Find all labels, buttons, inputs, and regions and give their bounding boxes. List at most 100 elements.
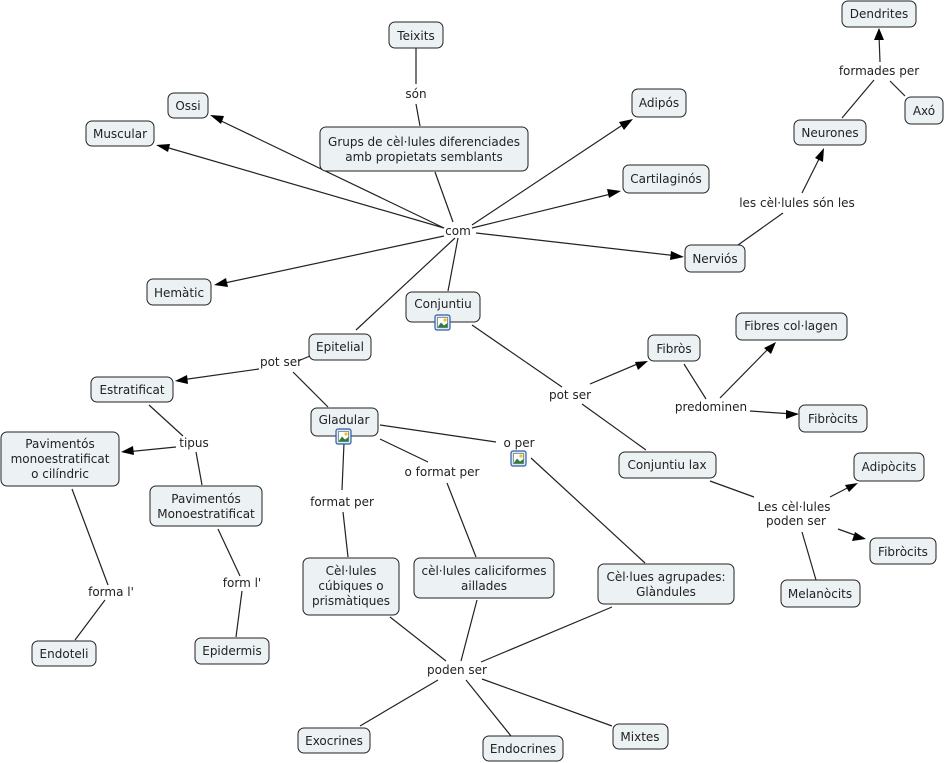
concept-teixits[interactable]: Teixits	[388, 21, 444, 49]
concept-fibres-colagen[interactable]: Fibres col·lagen	[735, 312, 848, 341]
edge-tipus-pavcil[interactable]	[125, 446, 177, 453]
concept-label: Dendrites	[850, 7, 908, 21]
image-resource-icon[interactable]	[434, 314, 451, 331]
edge-oformat-caliciformes	[446, 482, 477, 558]
edge-estratificat-tipus	[148, 404, 184, 437]
concept-fibrocits-fibros[interactable]: Fibròcits	[798, 404, 868, 433]
edge-lax-lescel	[709, 480, 755, 498]
link-tipus: tipus	[179, 436, 209, 450]
concept-gladular[interactable]: Gladular	[310, 407, 379, 437]
edge-grups-com	[434, 171, 454, 223]
concept-pavimentos-monoestratificat[interactable]: Pavimentós Monoestratificat	[149, 485, 263, 527]
concept-estratificat[interactable]: Estratificat	[90, 376, 174, 403]
concept-label: cúbiques o	[318, 579, 383, 593]
concept-axo[interactable]: Axó	[904, 96, 944, 125]
edge-com-nervios[interactable]	[475, 232, 679, 257]
concept-fibros[interactable]: Fibròs	[647, 334, 701, 362]
edge-com-cartilaginos[interactable]	[471, 192, 616, 229]
edges	[71, 34, 906, 737]
edge-com-hematic[interactable]	[219, 235, 445, 285]
concept-melanocits[interactable]: Melanòcits	[780, 579, 861, 608]
edge-potser-estratificat[interactable]	[180, 368, 260, 381]
link-les-cellules-poden-ser-2: poden ser	[766, 514, 826, 528]
edge-pavmono-forml	[217, 528, 241, 577]
concept-exocrines[interactable]: Exocrines	[297, 727, 371, 754]
concept-label: Pavimentós	[25, 437, 94, 451]
concept-label: Cartilaginós	[630, 172, 702, 186]
concept-label: amb propietats semblants	[345, 150, 502, 164]
concept-neurones[interactable]: Neurones	[793, 119, 867, 146]
arrowhead-colagen	[764, 342, 776, 354]
edge-com-muscular[interactable]	[161, 145, 445, 229]
concept-label: Conjuntiu lax	[627, 458, 706, 472]
concept-cartilaginos[interactable]: Cartilaginós	[622, 164, 710, 194]
concept-pavimentos-mono-cilindric[interactable]: Pavimentós monoestratificat o cilíndric	[0, 431, 120, 487]
edge-com-epitelial[interactable]	[355, 237, 456, 331]
concept-conjuntiu[interactable]: Conjuntiu	[405, 291, 481, 323]
edge-com-ossi[interactable]	[214, 117, 445, 229]
concept-muscular[interactable]: Muscular	[85, 120, 155, 147]
concept-cellules-cubiques[interactable]: Cèl·lules cúbiques o prismàtiques	[302, 557, 400, 616]
edge-axo-formades	[889, 80, 906, 97]
edge-gladular-formatper	[341, 442, 345, 491]
edge-epitelial-potser	[297, 355, 311, 362]
concept-label: Nerviós	[692, 252, 737, 266]
concept-dendrites[interactable]: Dendrites	[841, 0, 917, 28]
edge-potser-lax	[581, 403, 647, 451]
concept-label: cèl·lules caliciformes	[421, 564, 546, 578]
concept-ossi[interactable]: Ossi	[167, 92, 209, 119]
concept-label: Monoestratificat	[157, 507, 255, 521]
edge-nervios-lescel	[737, 212, 784, 246]
edge-potser-fibros[interactable]	[589, 361, 643, 385]
edge-gladular-oformat	[379, 438, 429, 463]
concept-nervios[interactable]: Nerviós	[684, 244, 746, 273]
concept-adipos[interactable]: Adipós	[631, 88, 687, 118]
concept-label: o cilíndric	[31, 467, 89, 481]
image-resource-icon[interactable]	[335, 428, 352, 445]
concept-label: Estratificat	[99, 383, 164, 397]
link-pot-ser-conjuntiu: pot ser	[549, 388, 591, 402]
concept-cellules-caliciformes[interactable]: cèl·lules caliciformes aillades	[413, 557, 555, 599]
edge-neurones-formades	[841, 79, 875, 119]
arrowhead-fibrocits2	[852, 532, 866, 541]
image-resource-icon[interactable]	[510, 450, 527, 467]
edge-predominen-fibrocits[interactable]	[749, 410, 794, 415]
concept-label: Adipòcits	[862, 460, 917, 474]
edge-gladular-oper	[379, 424, 497, 443]
concept-hematic[interactable]: Hemàtic	[146, 278, 212, 306]
concept-label: prismàtiques	[312, 594, 390, 608]
concept-label: Hemàtic	[154, 286, 204, 300]
concept-cellules-agrupades[interactable]: Cèl·lues agrupades: Glàndules	[597, 563, 735, 605]
arrowhead-nervios	[670, 251, 684, 260]
concept-fibrocits-lax[interactable]: Fibròcits	[869, 537, 937, 565]
concept-endocrines[interactable]: Endocrines	[482, 735, 564, 762]
edge-forml-epidermis	[235, 590, 243, 638]
concept-label: Muscular	[93, 127, 147, 141]
edge-lescel-neurones[interactable]	[801, 154, 822, 194]
concept-label: Fibròcits	[878, 545, 928, 559]
edge-fibros-predominen	[683, 363, 707, 400]
arrowhead-fibrocits1	[786, 410, 799, 419]
concept-epidermis[interactable]: Epidermis	[194, 637, 270, 665]
arrowheads	[121, 28, 884, 541]
arrowhead-hematic	[214, 278, 228, 287]
concept-adipocits[interactable]: Adipòcits	[853, 452, 925, 482]
concept-label: Fibròcits	[808, 412, 858, 426]
edge-com-conjuntiu[interactable]	[447, 237, 459, 292]
concept-label: Exocrines	[305, 734, 363, 748]
arrowhead-cartilaginos	[607, 189, 621, 198]
edge-com-adipos[interactable]	[471, 121, 628, 226]
concept-label: Gladular	[319, 413, 370, 427]
edge-podenser-exocrines	[359, 679, 439, 727]
concept-mixtes[interactable]: Mixtes	[612, 723, 669, 750]
arrowhead-dendrites	[874, 28, 884, 40]
concept-grups-cellules[interactable]: Grups de cèl·lules diferenciades amb pro…	[319, 126, 529, 172]
edge-podenser-endocrines	[465, 679, 512, 737]
edge-predominen-colagen[interactable]	[719, 344, 773, 399]
concept-conjuntiu-lax[interactable]: Conjuntiu lax	[618, 451, 717, 479]
concept-endoteli[interactable]: Endoteli	[31, 640, 97, 667]
edge-formatper-cubiques	[342, 511, 349, 558]
concept-label: Fibres col·lagen	[744, 319, 837, 333]
concept-epitelial[interactable]: Epitelial	[308, 333, 372, 361]
